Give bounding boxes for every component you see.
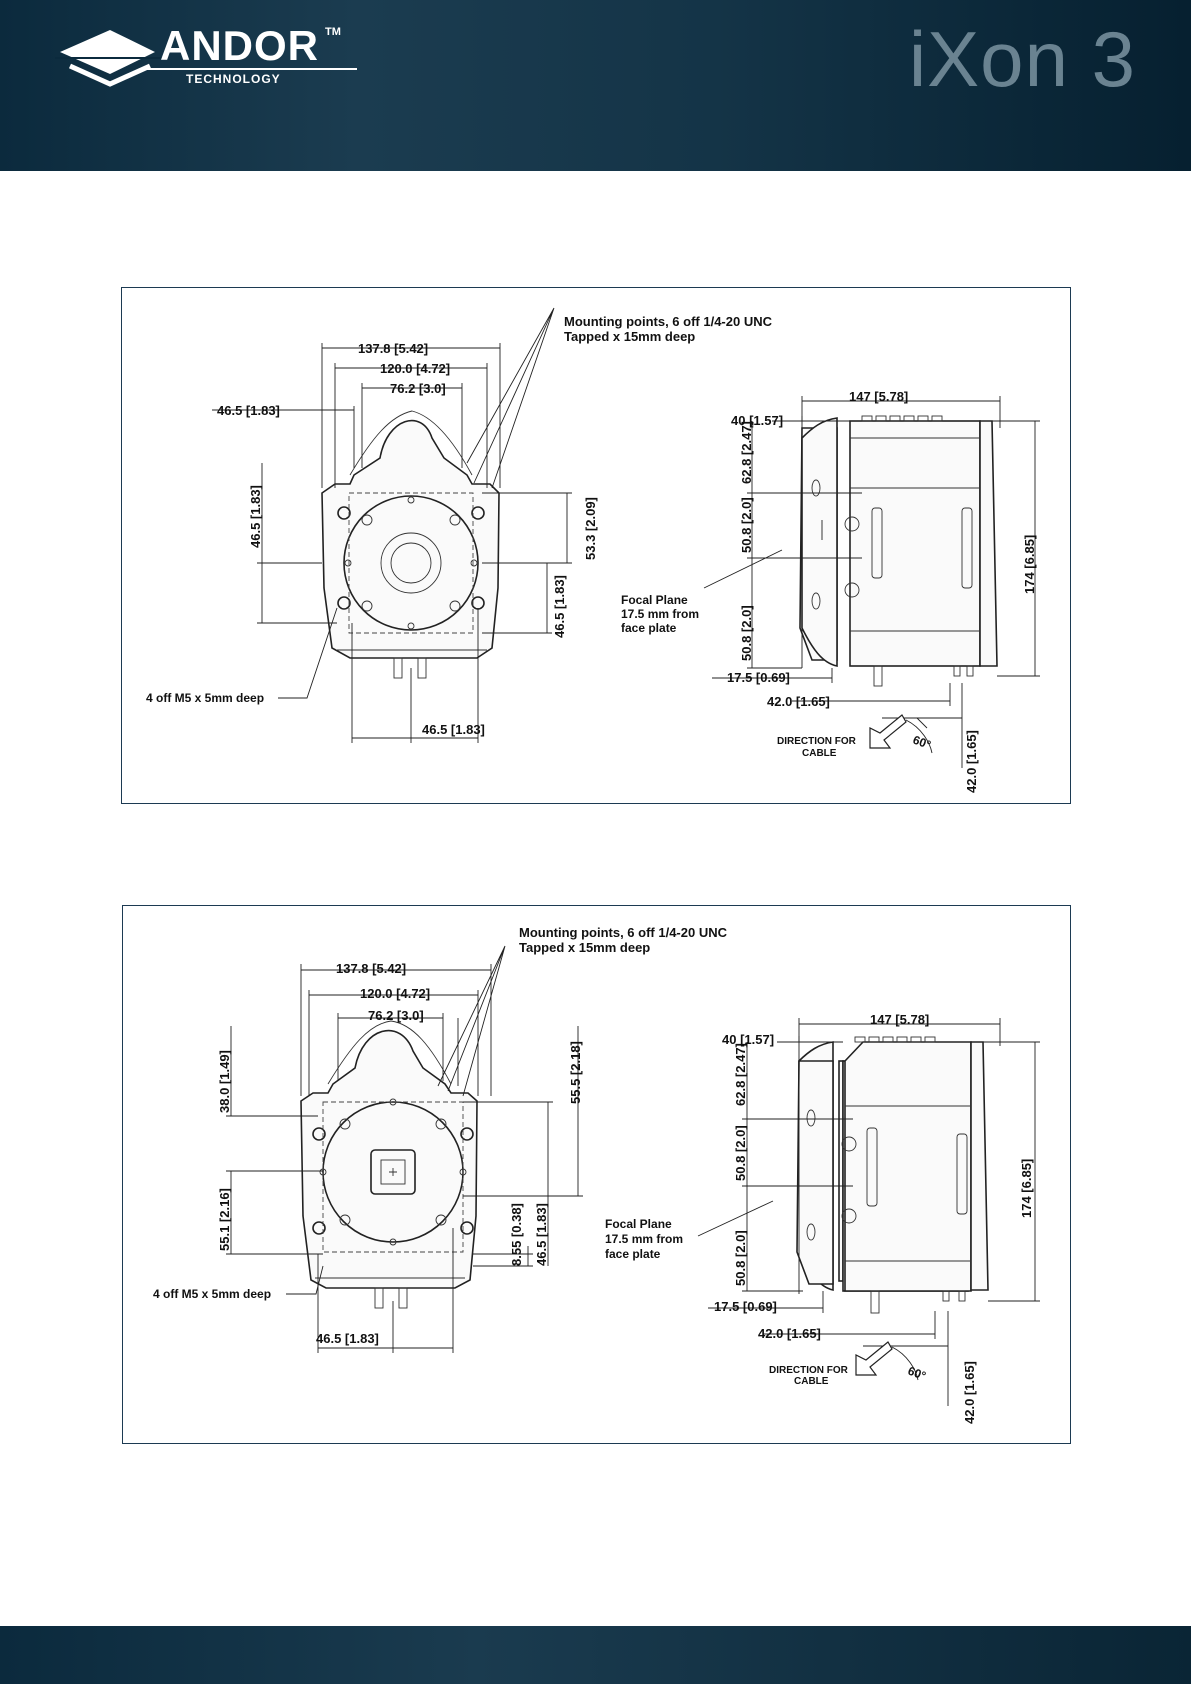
side-h-low: 50.8 [2.0] (733, 1230, 748, 1286)
dim-left-offset: 46.5 [1.83] (217, 403, 280, 418)
dim-v-right-top: 55.5 [2.18] (568, 1041, 583, 1104)
side-h-top: 62.8 [2.47] (739, 421, 754, 484)
mounting-note-2: Tapped x 15mm deep (519, 940, 650, 955)
cable-direction-arrow (869, 714, 907, 749)
side-width: 147 [5.78] (849, 389, 908, 404)
focal-plane-line-2: 17.5 mm from (605, 1232, 683, 1246)
front-dimensions (212, 307, 572, 743)
dim-v-right-bottom: 46.5 [1.83] (552, 575, 567, 638)
front-view (321, 410, 500, 679)
drawing-panel-2: 137.8 [5.42] 120.0 [4.72] 76.2 [3.0] 38.… (122, 905, 1071, 1444)
m5-note: 4 off M5 x 5mm deep (153, 1287, 271, 1301)
side-dimensions (697, 1018, 1040, 1406)
dim-width-inner: 76.2 [3.0] (390, 381, 446, 396)
side-cable-offset: 42.0 [1.65] (758, 1326, 821, 1341)
brand-name: ANDOR (160, 22, 319, 69)
cable-direction-line-1: DIRECTION FOR (777, 736, 857, 747)
side-dimensions (703, 396, 1040, 768)
cable-direction-line-2: CABLE (794, 1376, 829, 1387)
focal-plane-line-1: Focal Plane (605, 1217, 672, 1231)
focal-plane-line-3: face plate (621, 621, 677, 635)
front-dimensions (226, 945, 583, 1353)
side-h-low: 50.8 [2.0] (739, 605, 754, 661)
dim-v-right-small: 8.55 [0.38] (509, 1203, 524, 1266)
side-cable-drop: 42.0 [1.65] (964, 730, 979, 793)
side-h-total: 174 [6.85] (1019, 1159, 1034, 1218)
side-offset: 40 [1.57] (722, 1032, 774, 1047)
side-cable-drop: 42.0 [1.65] (962, 1361, 977, 1424)
side-face: 17.5 [0.69] (714, 1299, 777, 1314)
side-h-total: 174 [6.85] (1022, 535, 1037, 594)
dim-width-holes: 120.0 [4.72] (360, 986, 430, 1001)
m5-note: 4 off M5 x 5mm deep (146, 691, 264, 705)
dim-v-left: 46.5 [1.83] (248, 485, 263, 548)
cable-direction-arrow (855, 1341, 893, 1376)
side-h-mid: 50.8 [2.0] (739, 497, 754, 553)
dim-bottom: 46.5 [1.83] (316, 1331, 379, 1346)
cable-angle-arc (905, 719, 933, 754)
side-h-top: 62.8 [2.47] (733, 1043, 748, 1106)
dim-v-right-bottom: 46.5 [1.83] (534, 1203, 549, 1266)
dim-width-overall: 137.8 [5.42] (358, 341, 428, 356)
product-name: iXon 3 (908, 15, 1136, 103)
cable-angle: 60° (906, 1364, 928, 1383)
side-offset: 40 [1.57] (731, 413, 783, 428)
dimension-drawing-2: 137.8 [5.42] 120.0 [4.72] 76.2 [3.0] 38.… (153, 925, 1040, 1424)
dim-bottom: 46.5 [1.83] (422, 722, 485, 737)
dim-width-holes: 120.0 [4.72] (380, 361, 450, 376)
dim-v-right-top: 53.3 [2.09] (583, 497, 598, 560)
brand-subtitle: TECHNOLOGY (186, 72, 281, 86)
dim-v-left-top: 38.0 [1.49] (217, 1050, 232, 1113)
trademark: TM (325, 26, 341, 38)
mounting-note-1: Mounting points, 6 off 1/4-20 UNC (519, 925, 728, 940)
dim-width-overall: 137.8 [5.42] (336, 961, 406, 976)
andor-diamond-icon (55, 30, 165, 87)
focal-plane-line-1: Focal Plane (621, 593, 688, 607)
mounting-note-1: Mounting points, 6 off 1/4-20 UNC (564, 314, 773, 329)
logo-rule (147, 68, 357, 70)
dim-v-left-bottom: 55.1 [2.16] (217, 1188, 232, 1251)
dim-width-inner: 76.2 [3.0] (368, 1008, 424, 1023)
side-width: 147 [5.78] (870, 1012, 929, 1027)
page-footer (0, 1626, 1191, 1684)
focal-plane-line-3: face plate (605, 1247, 661, 1261)
side-view (799, 415, 998, 687)
mounting-note-2: Tapped x 15mm deep (564, 329, 695, 344)
dimension-drawing-1: 137.8 [5.42] 120.0 [4.72] 76.2 [3.0] 46.… (146, 307, 1040, 793)
front-view (300, 1020, 478, 1309)
cable-angle: 60° (911, 733, 933, 752)
cable-angle-arc (891, 1346, 919, 1381)
side-h-mid: 50.8 [2.0] (733, 1125, 748, 1181)
andor-logo: ANDOR TM TECHNOLOGY (55, 22, 357, 102)
page-header: ANDOR TM TECHNOLOGY iXon 3 (0, 0, 1191, 171)
side-cable-offset: 42.0 [1.65] (767, 694, 830, 709)
focal-plane-line-2: 17.5 mm from (621, 607, 699, 621)
side-view (796, 1036, 989, 1314)
cable-direction-line-1: DIRECTION FOR (769, 1365, 849, 1376)
cable-direction-line-2: CABLE (802, 748, 837, 759)
drawing-panel-1: 137.8 [5.42] 120.0 [4.72] 76.2 [3.0] 46.… (121, 287, 1071, 804)
side-face: 17.5 [0.69] (727, 670, 790, 685)
